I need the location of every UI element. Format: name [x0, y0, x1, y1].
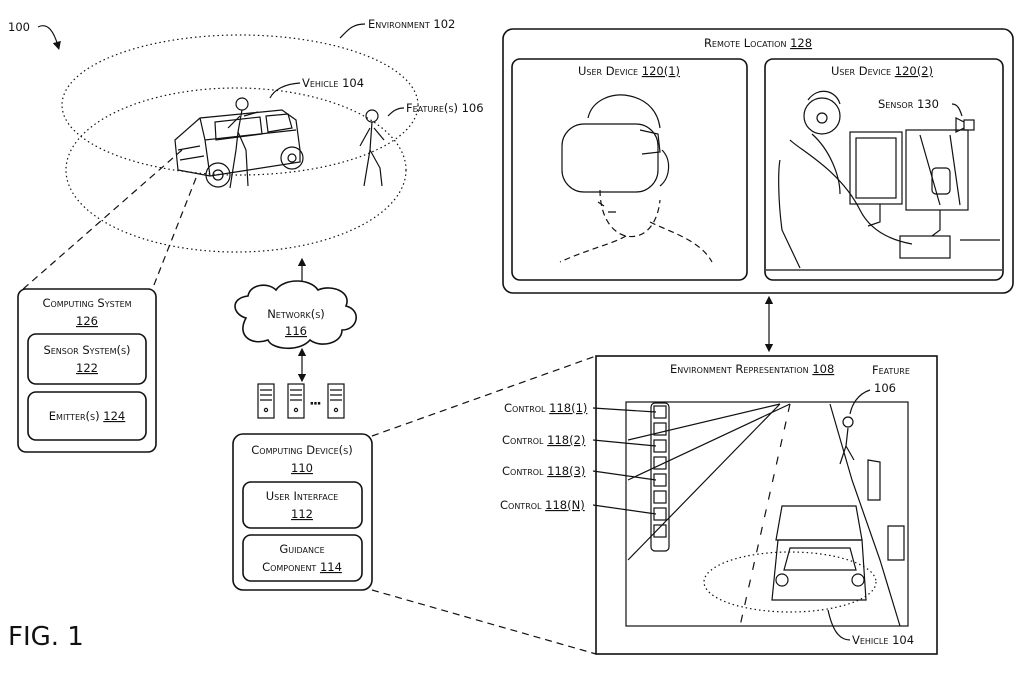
svg-text:Environment 102: Environment 102 — [368, 17, 455, 31]
user-device-2-panel — [765, 59, 1003, 280]
computing-device-num: 110 — [291, 461, 313, 475]
environment-leader — [340, 24, 365, 38]
vehicle-bottom-label: Vehicle 104 — [852, 633, 914, 647]
svg-text:Control 118(N): Control 118(N) — [500, 498, 585, 512]
svg-text:Environment Representation 108: Environment Representation 108 — [670, 362, 834, 376]
svg-text:Control 118(1): Control 118(1) — [504, 401, 587, 415]
environment-ellipse-inner — [66, 88, 406, 252]
computing-device-title: Computing Device(s) — [251, 443, 352, 457]
svg-text:Vehicle 104: Vehicle 104 — [852, 633, 914, 647]
feature-top-label: Feature(s) 106 — [406, 101, 484, 115]
user-device-1-label: User Device 120(1) — [578, 64, 680, 78]
svg-text:User Device 120(2): User Device 120(2) — [831, 64, 933, 78]
callout-device-top — [372, 356, 596, 436]
svg-text:Component 114: Component 114 — [262, 560, 342, 574]
computing-system-num: 126 — [76, 314, 98, 328]
vehicle-top-leader — [270, 83, 300, 98]
control-label-3: Control 118(3) — [502, 464, 585, 478]
user-device-2-label: User Device 120(2) — [831, 64, 933, 78]
user-interface-num: 112 — [291, 507, 313, 521]
user-device-1-panel — [512, 59, 747, 280]
sensor-system-num: 122 — [76, 361, 98, 375]
sensor-system-box — [28, 334, 146, 384]
svg-text:Feature: Feature — [872, 363, 910, 377]
ref-100: 100 — [8, 20, 30, 34]
vehicle-sketch-top — [175, 110, 303, 187]
control-label-n: Control 118(N) — [500, 498, 585, 512]
svg-text:106: 106 — [874, 381, 896, 395]
callout-line-right — [152, 178, 196, 290]
guidance-label-line2: Component 114 — [262, 560, 342, 574]
environment-ellipse-outer — [62, 35, 418, 175]
sensor-system-label: Sensor System(s) — [43, 343, 130, 357]
svg-text:Remote Location 128: Remote Location 128 — [704, 36, 812, 50]
svg-text:Control 118(2): Control 118(2) — [502, 433, 585, 447]
network-label: Network(s) — [267, 307, 325, 321]
callout-device-bottom — [372, 590, 596, 654]
feature-person-sketch — [360, 110, 384, 186]
control-label-2: Control 118(2) — [502, 433, 585, 447]
svg-text:Emitter(s) 124: Emitter(s) 124 — [49, 409, 125, 423]
feature-top-leader — [388, 108, 404, 116]
network-num: 116 — [285, 324, 307, 338]
svg-text:Control 118(3): Control 118(3) — [502, 464, 585, 478]
computing-system-title: Computing System — [42, 296, 131, 310]
user-interface-label: User Interface — [266, 489, 338, 503]
remote-location-label: Remote Location 128 — [704, 36, 812, 50]
sensor-label: Sensor 130 — [878, 97, 939, 111]
svg-text:Sensor 130: Sensor 130 — [878, 97, 939, 111]
guidance-label-line1: Guidance — [279, 542, 324, 556]
control-label-1: Control 118(1) — [504, 401, 587, 415]
figure-label: FIG. 1 — [8, 622, 84, 652]
env-representation-label: Environment Representation 108 — [670, 362, 834, 376]
env-representation-box — [596, 356, 937, 654]
svg-text:...: ... — [310, 393, 321, 407]
environment-label: Environment 102 — [368, 17, 455, 31]
svg-text:Vehicle 104: Vehicle 104 — [302, 76, 364, 90]
svg-text:Feature(s) 106: Feature(s) 106 — [406, 101, 484, 115]
emitter-label: Emitter(s) 124 — [49, 409, 125, 423]
ref-100-arrow — [38, 26, 58, 46]
svg-text:User Device 120(1): User Device 120(1) — [578, 64, 680, 78]
server-icons: ... — [258, 384, 344, 418]
vehicle-top-label: Vehicle 104 — [302, 76, 364, 90]
